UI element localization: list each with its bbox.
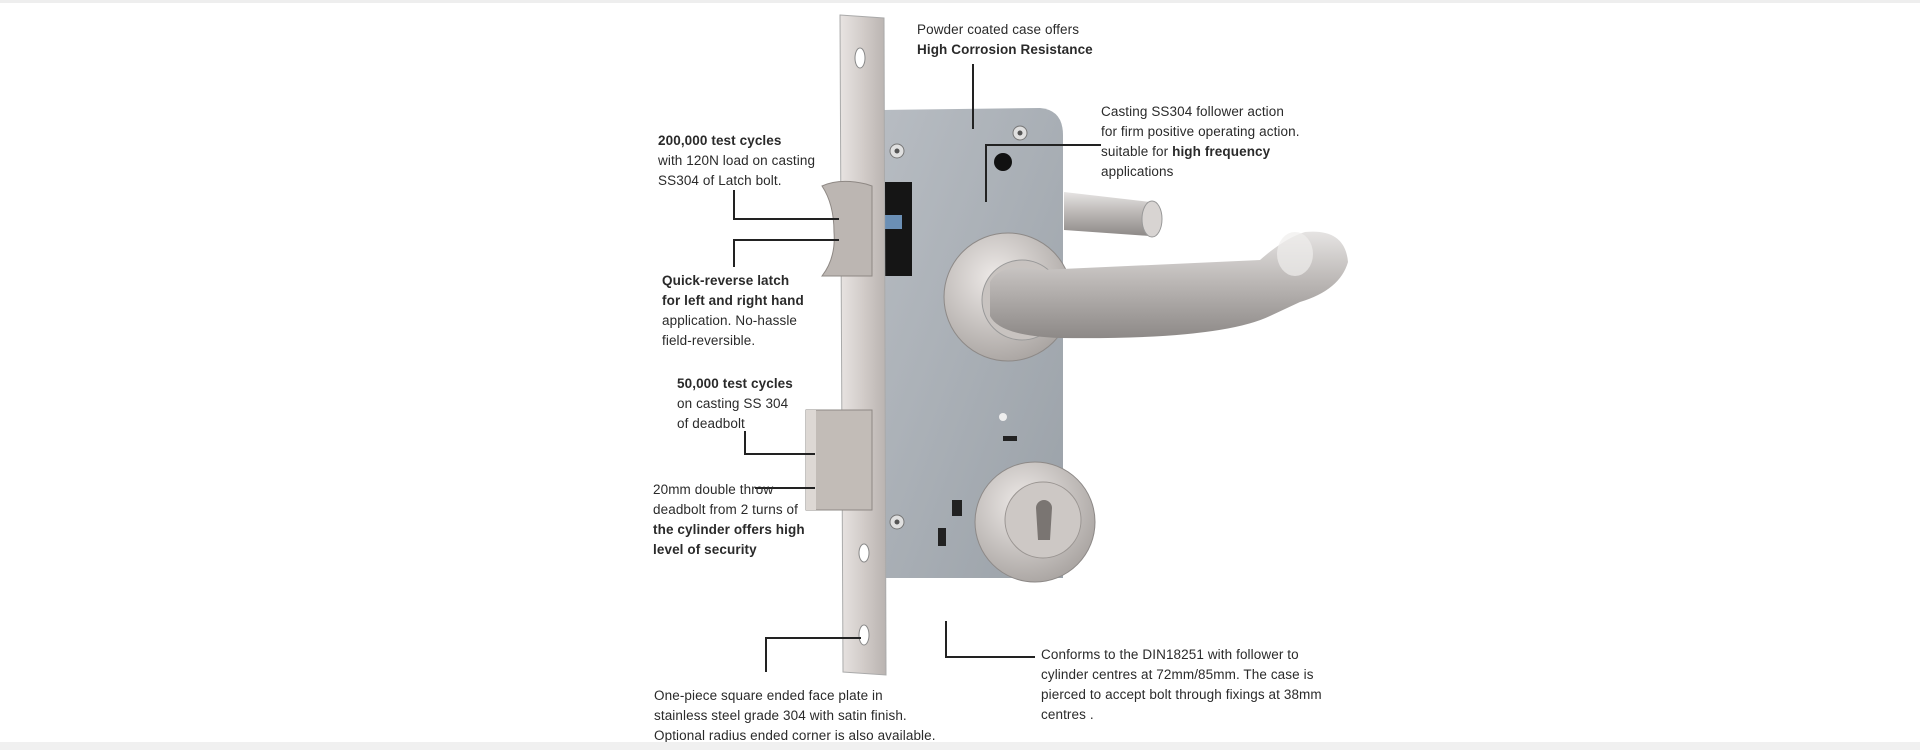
text-line: with 120N load on casting [658,153,816,168]
text-line: application. No-hassle [662,313,798,328]
text-line: One-piece square ended face plate in [654,688,883,703]
annotation-deadbolt-cycles: 50,000 test cycles on casting SS 304 of … [677,374,793,434]
text-line: on casting SS 304 [677,396,789,411]
leader-faceplate-v [765,637,767,672]
annotation-quick-reverse: Quick-reverse latch for left and right h… [662,271,804,351]
text-line-bold: for left and right hand [662,293,804,308]
leader-deadbolt-cycles [744,431,746,454]
text-line: stainless steel grade 304 with satin fin… [654,708,907,723]
leader-latch-cycles [733,190,735,219]
text-line: Optional radius ended corner is also ava… [654,728,936,743]
text-line: cylinder centres at 72mm/85mm. The case … [1041,667,1314,682]
leader-quick-reverse-v [733,239,735,267]
text-line-bold: 50,000 test cycles [677,376,793,391]
face-plate [839,14,887,676]
leader-faceplate [765,637,861,639]
text-line: SS304 of Latch bolt. [658,173,782,188]
annotation-double-throw: 20mm double throw deadbolt from 2 turns … [653,480,805,560]
text-line-bold: High Corrosion Resistance [917,42,1093,57]
annotation-follower: Casting SS304 follower action for firm p… [1101,102,1300,182]
text-line: field-reversible. [662,333,756,348]
bottom-border [0,742,1920,750]
text-line: for firm positive operating action. [1101,124,1300,139]
text-line: 20mm double throw [653,482,774,497]
text-line: Conforms to the DIN18251 with follower t… [1041,647,1299,662]
annotation-din: Conforms to the DIN18251 with follower t… [1041,645,1322,725]
leader-double-throw [755,487,815,489]
lever-handle [990,231,1348,339]
leader-latch-cycles-h [733,218,839,220]
text-line-bold: 200,000 test cycles [658,133,782,148]
text-line: Powder coated case offers [917,22,1080,37]
keyhole [1036,500,1052,540]
annotation-faceplate: One-piece square ended face plate in sta… [654,686,936,746]
leader-follower [985,144,1101,146]
leader-din [945,621,947,658]
text-line-bold: Quick-reverse latch [662,273,790,288]
text-line: of deadbolt [677,416,745,431]
annotation-latch-cycles: 200,000 test cycles with 120N load on ca… [658,131,815,191]
text-line: centres . [1041,707,1094,722]
text-line-bold: the cylinder offers high [653,522,805,537]
annotation-case: Powder coated case offers High Corrosion… [917,20,1093,60]
leader-din-h [945,656,1035,658]
text-line: pierced to accept bolt through fixings a… [1041,687,1322,702]
top-border [0,0,1920,3]
leader-follower-vertical [985,144,987,202]
leader-deadbolt-cycles-h [744,453,815,455]
text-line: deadbolt from 2 turns of [653,502,798,517]
text-span: suitable for [1101,144,1173,159]
text-line-bold: level of security [653,542,757,557]
deadbolt [805,409,873,511]
latch-bolt [820,180,873,277]
leader-quick-reverse [733,239,839,241]
text-line: Casting SS304 follower action [1101,104,1285,119]
leader-case [972,64,974,129]
text-span-bold: high frequency [1172,144,1271,159]
text-line: applications [1101,164,1174,179]
